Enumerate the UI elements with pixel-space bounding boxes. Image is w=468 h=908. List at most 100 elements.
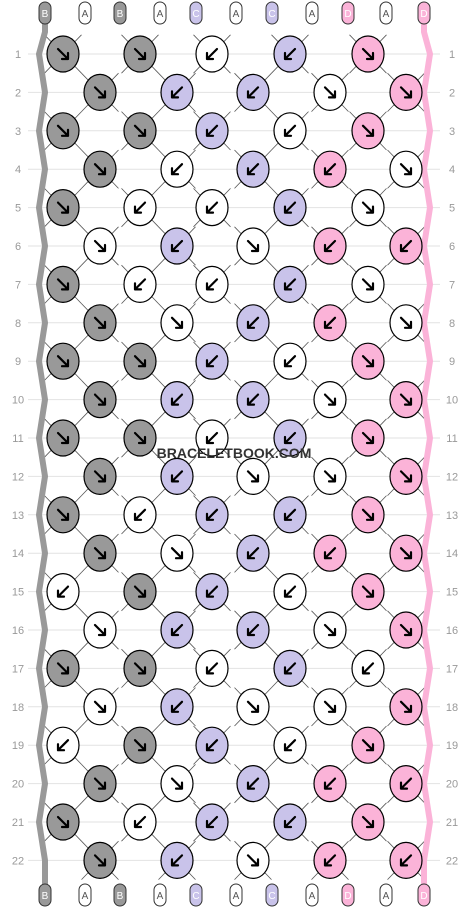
knot <box>273 419 307 457</box>
arrow-down-left-icon <box>323 316 337 329</box>
knot <box>389 227 423 265</box>
arrow-down-left-icon <box>246 393 260 406</box>
arrow-down-right-icon <box>56 431 70 445</box>
knot <box>195 803 229 841</box>
arrow-down-right-icon <box>93 623 107 637</box>
arrow-down-right-icon <box>133 431 147 445</box>
knot <box>351 189 385 227</box>
knot <box>313 150 347 188</box>
row-number-right: 9 <box>449 356 455 368</box>
arrow-down-right-icon <box>399 700 413 713</box>
row-number-right: 20 <box>446 779 458 791</box>
knot <box>389 150 423 188</box>
arrow-down-left-icon <box>205 585 219 598</box>
arrow-down-right-icon <box>93 316 107 329</box>
strand-label-bottom: C <box>268 891 275 902</box>
arrow-down-left-icon <box>283 739 297 752</box>
row-number-left: 16 <box>12 625 24 637</box>
strand-label-bottom: D <box>344 891 351 902</box>
strand-label-bottom-tab <box>113 883 127 907</box>
knot <box>195 726 229 764</box>
arrow-down-left-icon <box>205 278 219 291</box>
arrow-down-right-icon <box>323 393 337 406</box>
knot <box>236 841 270 880</box>
arrow-down-left-icon <box>246 547 260 560</box>
arrow-down-right-icon <box>133 585 147 598</box>
knot <box>123 342 157 380</box>
knot <box>46 572 80 611</box>
strand-label-top: A <box>309 9 316 20</box>
row-number-left: 13 <box>12 510 24 522</box>
knot <box>236 73 270 112</box>
strand-label-top: A <box>82 9 89 20</box>
row-number-left: 5 <box>15 203 21 215</box>
row-number-right: 10 <box>446 395 458 407</box>
knot <box>123 419 157 457</box>
strand-label-bottom-tab <box>189 883 203 907</box>
knot <box>83 841 117 880</box>
strand-label-top: D <box>344 9 351 20</box>
knot <box>313 227 347 265</box>
row-number-right: 12 <box>446 471 458 483</box>
arrow-down-right-icon <box>93 393 107 406</box>
arrow-down-left-icon <box>56 739 70 752</box>
knot <box>123 496 157 534</box>
arrow-down-left-icon <box>323 777 337 790</box>
arrow-down-left-icon <box>246 86 260 99</box>
strand-label-top: C <box>268 9 275 20</box>
row-number-left: 1 <box>15 49 21 61</box>
arrow-down-left-icon <box>205 47 219 61</box>
arrow-down-right-icon <box>399 86 413 99</box>
knot <box>236 764 270 803</box>
knot <box>313 381 347 419</box>
row-number-right: 5 <box>449 203 455 215</box>
knot <box>46 726 80 764</box>
knot <box>236 688 270 726</box>
knot <box>123 649 157 688</box>
knot <box>160 227 194 265</box>
arrow-down-right-icon <box>56 508 70 521</box>
row-number-left: 18 <box>12 702 24 714</box>
knot <box>123 265 157 303</box>
knot <box>83 304 117 342</box>
strand-label-top-tab <box>341 1 355 25</box>
knot <box>195 342 229 380</box>
knot <box>46 342 80 380</box>
arrow-down-right-icon <box>56 815 70 829</box>
knot <box>236 304 270 342</box>
knot <box>389 688 423 726</box>
knot <box>46 803 80 841</box>
knot <box>351 572 385 611</box>
strand-label-bottom-tab <box>417 883 431 907</box>
arrow-down-left-icon <box>283 431 297 445</box>
arrow-down-right-icon <box>93 777 107 790</box>
knot <box>195 35 229 73</box>
arrow-down-left-icon <box>246 777 260 790</box>
arrow-down-left-icon <box>283 508 297 521</box>
arrow-down-left-icon <box>205 662 219 675</box>
knot <box>351 35 385 73</box>
strand-label-top-tab <box>113 1 127 25</box>
strand-label-top: B <box>117 9 124 20</box>
arrow-down-right-icon <box>246 470 260 483</box>
arrow-down-left-icon <box>205 124 219 137</box>
arrow-down-right-icon <box>56 124 70 137</box>
row-number-right: 19 <box>446 740 458 752</box>
strand-label-bottom-tab <box>265 883 279 907</box>
knot <box>273 496 307 534</box>
row-number-right: 16 <box>446 625 458 637</box>
arrow-down-right-icon <box>56 355 70 368</box>
knot <box>351 112 385 150</box>
knot <box>389 534 423 572</box>
arrow-down-left-icon <box>133 278 147 291</box>
strand-label-top: B <box>42 9 49 20</box>
arrow-down-right-icon <box>246 854 260 867</box>
knot <box>389 764 423 803</box>
strand-label-bottom-tab <box>229 883 243 907</box>
strand-label-bottom-tab <box>78 883 92 907</box>
knot <box>351 265 385 303</box>
knot <box>273 35 307 73</box>
knot <box>160 688 194 726</box>
row-number-left: 10 <box>12 395 24 407</box>
